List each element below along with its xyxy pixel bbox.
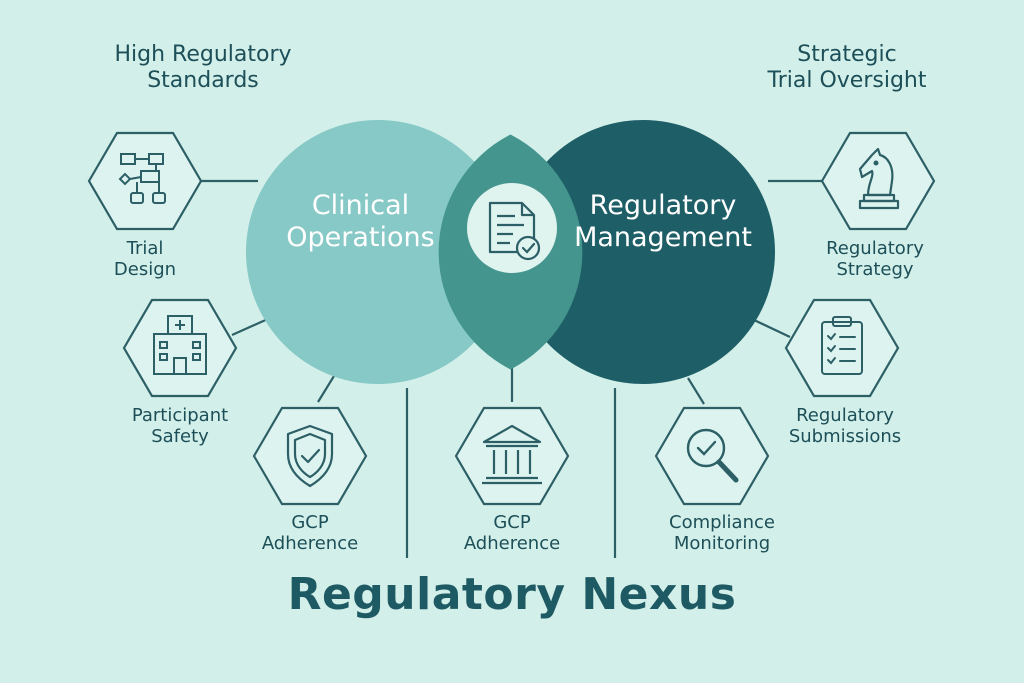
document-check-icon [467, 183, 557, 273]
label-gcp-adherence-left: GCP Adherence [261, 512, 359, 555]
hex-node-regulatory-submissions [784, 298, 900, 398]
hex-node-trial-design [87, 131, 203, 231]
flowchart-icon [118, 153, 166, 204]
hex-node-participant-safety [122, 298, 238, 398]
label-compliance-monitoring: Compliance Monitoring [669, 512, 775, 555]
regulatory-management-circle [511, 120, 775, 384]
courthouse-icon [482, 424, 542, 485]
hex-node-regulatory-strategy [820, 131, 936, 231]
chess-knight-icon [858, 147, 900, 210]
label-regulatory-strategy: Regulatory Strategy [826, 238, 924, 281]
page-title: Regulatory Nexus [287, 569, 737, 620]
connector-participant-safety [231, 316, 271, 337]
clinical-operations-circle [246, 120, 510, 384]
clipboard-checklist-icon [821, 316, 863, 375]
label-participant-safety: Participant Safety [131, 405, 229, 448]
label-gcp-adherence-center: GCP Adherence [463, 512, 561, 555]
connector-gcp-left [317, 375, 335, 403]
connector-submissions [753, 319, 791, 338]
clinical-operations-label: Clinical Operations [286, 190, 435, 254]
heading-strategic-trial-oversight: Strategic Trial Oversight [767, 42, 927, 93]
label-regulatory-submissions: Regulatory Submissions [788, 405, 902, 448]
heading-high-regulatory-standards: High Regulatory Standards [114, 42, 292, 93]
hex-node-gcp-adherence-left [252, 406, 368, 506]
hex-node-compliance-monitoring [654, 406, 770, 506]
hex-node-gcp-adherence-center [454, 406, 570, 506]
label-trial-design: Trial Design [113, 238, 177, 281]
shield-check-icon [286, 424, 334, 488]
magnifier-check-icon [686, 428, 739, 483]
regulatory-management-label: Regulatory Management [574, 190, 752, 254]
hospital-icon [153, 315, 207, 375]
connector-lines [200, 179, 824, 558]
connector-compliance [687, 377, 705, 405]
